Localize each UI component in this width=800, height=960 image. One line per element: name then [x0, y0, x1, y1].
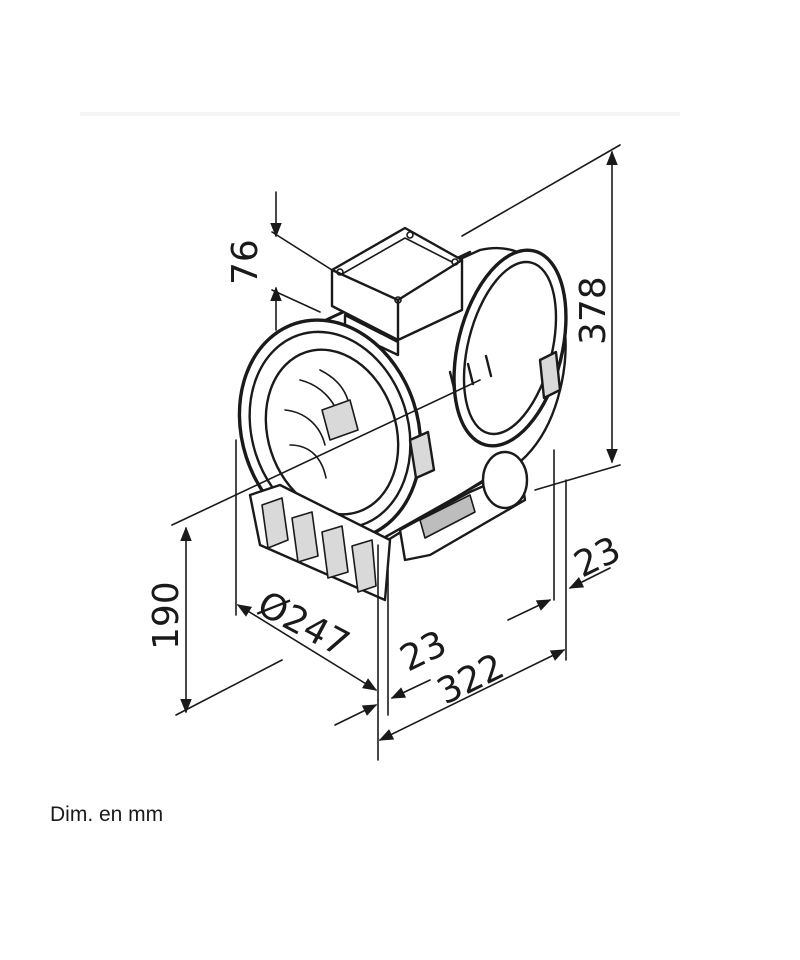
junction-box [330, 226, 464, 357]
mounting-feet [248, 450, 529, 602]
faint-band [80, 112, 680, 116]
center-axis-line [171, 379, 481, 526]
dimension-overall-height [461, 144, 621, 491]
label-box-height: 76 [225, 239, 266, 285]
label-flange-right: 23 [568, 529, 627, 586]
label-diameter: Ø247 [251, 584, 356, 666]
dimension-flange-right [507, 449, 611, 621]
dimension-box-height [270, 191, 333, 331]
dimension-diameter [235, 439, 379, 701]
label-center-height: 190 [146, 581, 187, 650]
label-overall-height: 378 [573, 276, 614, 345]
units-caption: Dim. en mm [50, 803, 164, 826]
front-inlet [237, 318, 562, 542]
dimension-length [377, 479, 567, 761]
dimension-flange-left [334, 569, 431, 726]
